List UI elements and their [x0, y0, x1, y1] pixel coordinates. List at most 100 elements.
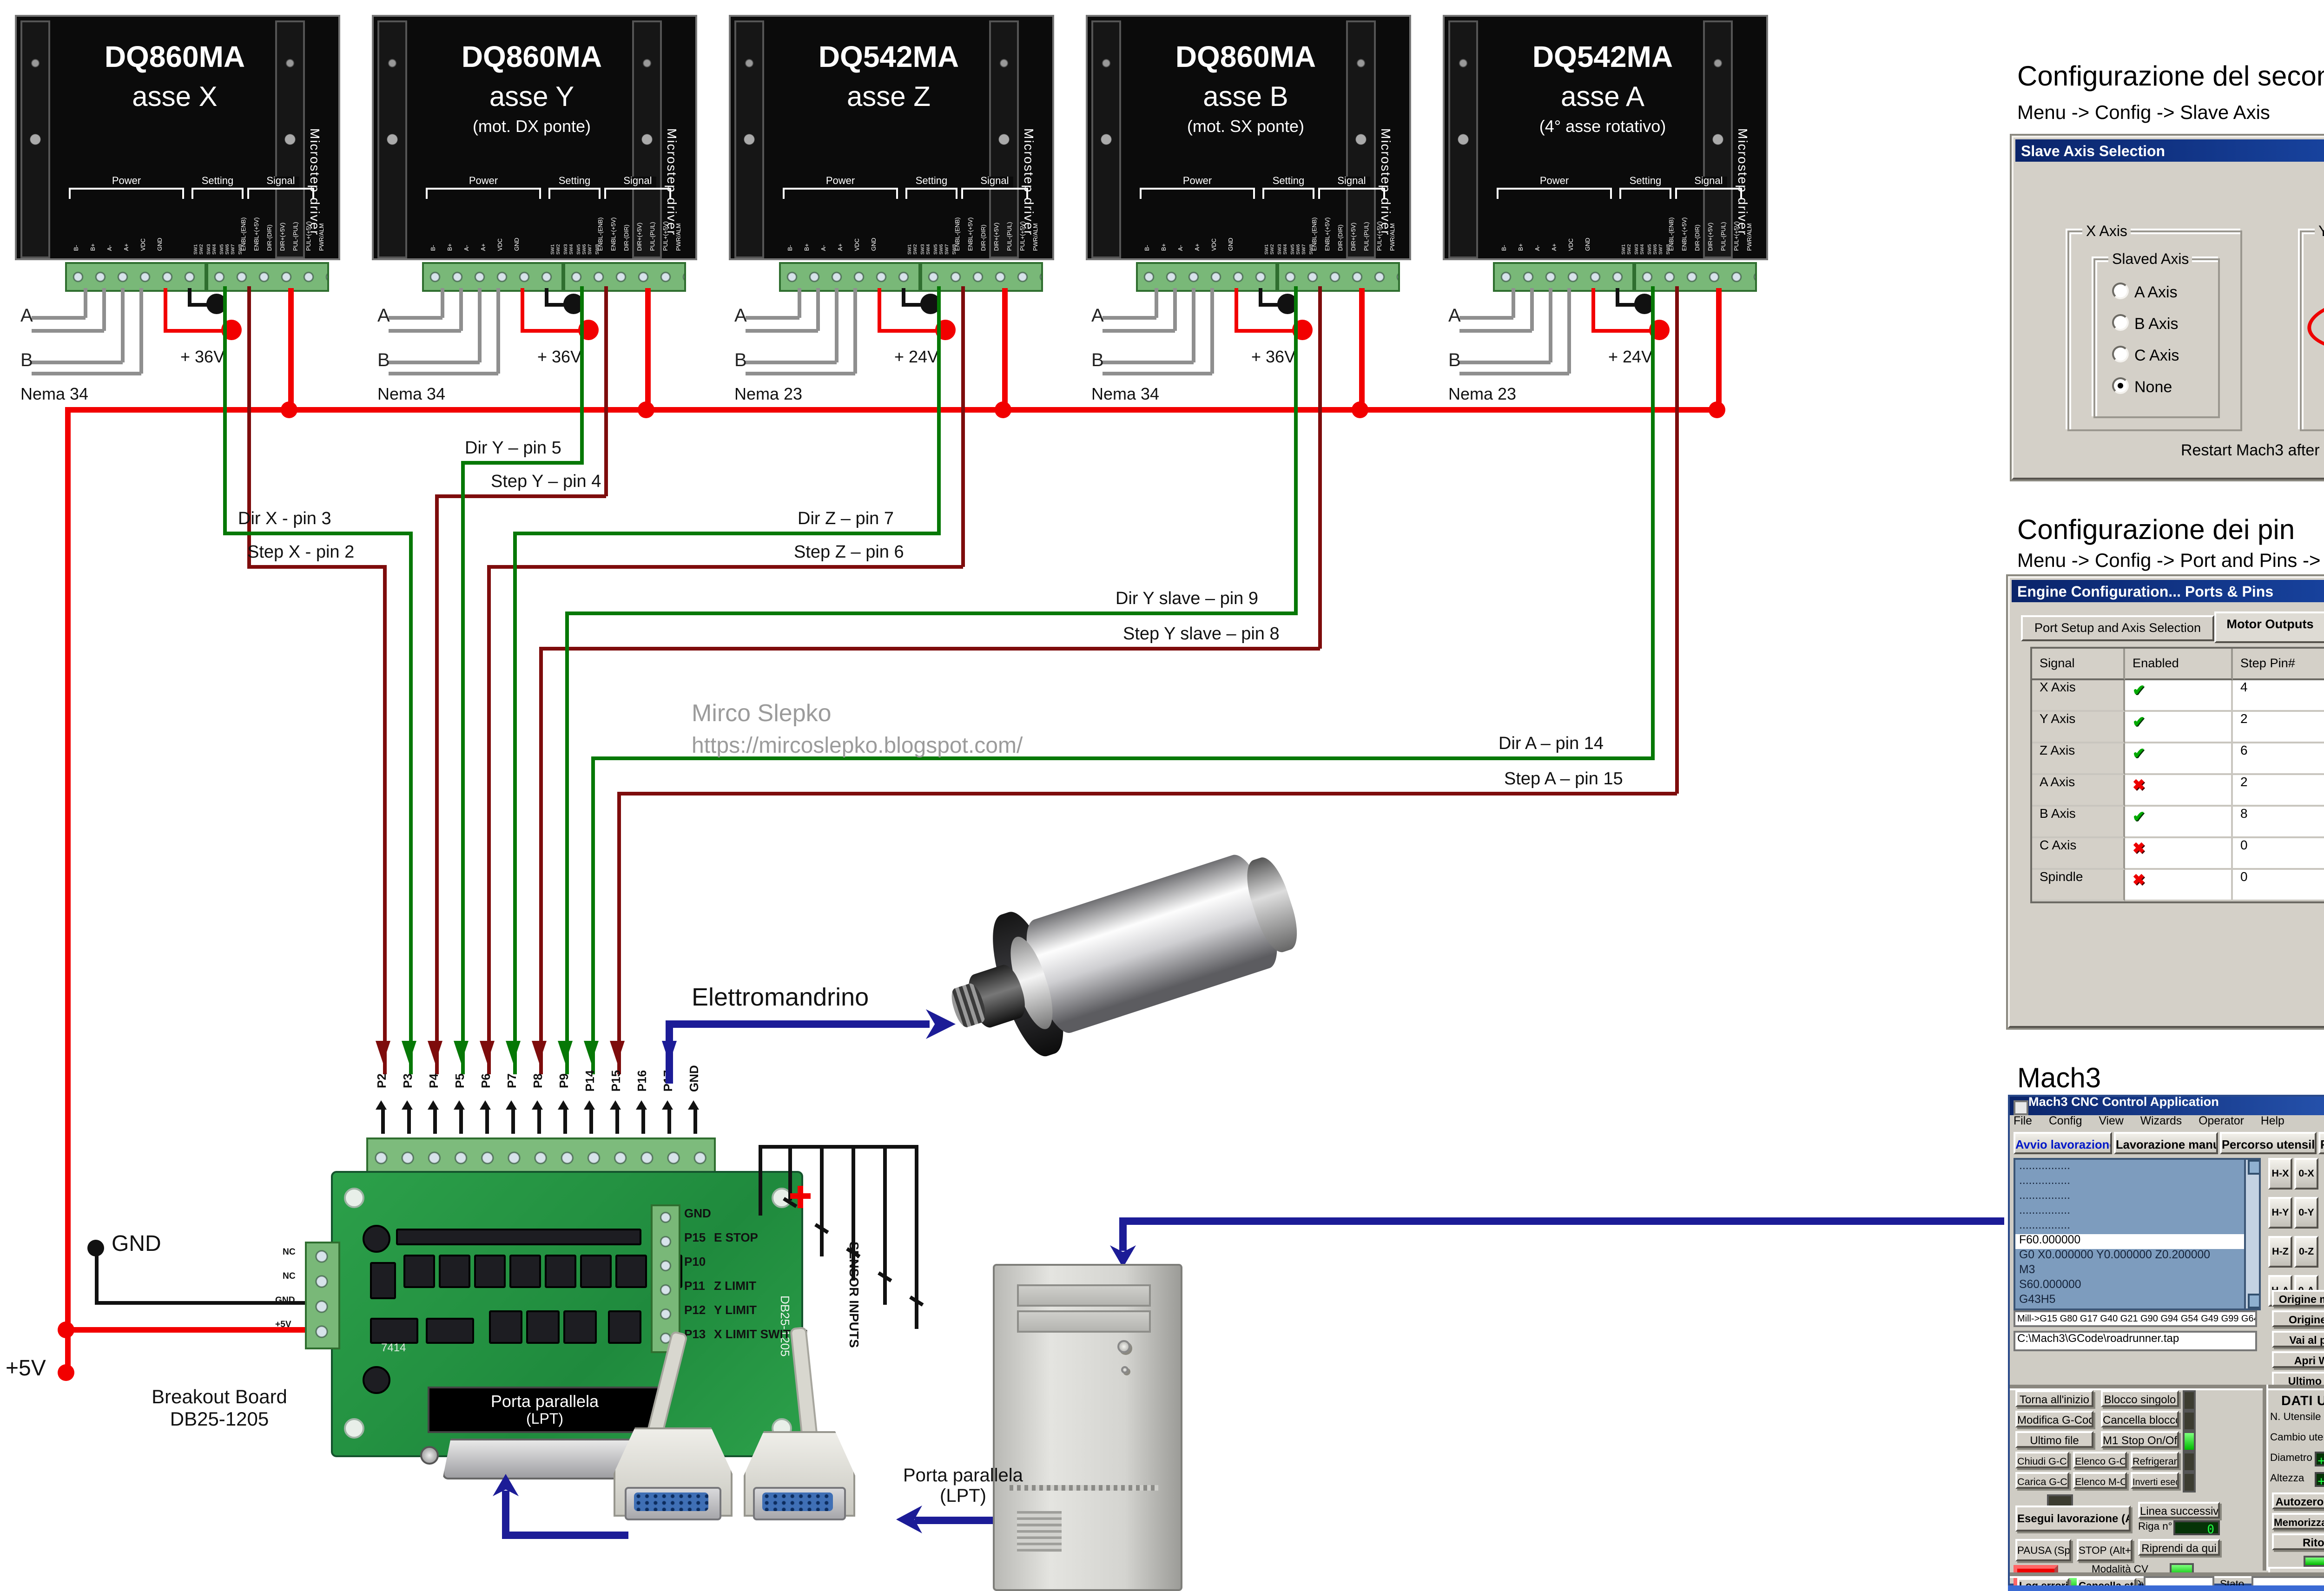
dir-z-run — [513, 532, 941, 535]
screen-tab[interactable]: Lavorazione manuale — [2114, 1132, 2218, 1154]
coolant-button[interactable]: Refrigerante — [2131, 1452, 2179, 1468]
rewind-button[interactable]: Torna all'inizio — [2015, 1390, 2093, 1407]
line-number-value[interactable]: 0 — [2173, 1520, 2220, 1537]
nav-button[interactable]: Vai al punto... — [2272, 1331, 2324, 1348]
zero-axis-button[interactable]: 0-X — [2294, 1158, 2318, 1190]
reverse-run-button[interactable]: Inverti esecuzione — [2131, 1472, 2179, 1489]
home-axis-button[interactable]: H-X — [2268, 1158, 2292, 1190]
m1-stop-led[interactable] — [2183, 1431, 2196, 1452]
menu-item[interactable]: Operator — [2199, 1115, 2244, 1128]
radio-b-axis[interactable]: B Axis — [2112, 314, 2179, 333]
radio-none[interactable]: None — [2112, 377, 2172, 396]
menu-item[interactable]: View — [2099, 1115, 2124, 1128]
vdc-wire — [521, 288, 525, 333]
radio-c-axis[interactable]: C Axis — [2112, 346, 2179, 364]
enabled-status-icon[interactable] — [2125, 775, 2233, 807]
mcode-list-button[interactable]: Elenco M-Code — [2073, 1472, 2127, 1489]
resume-button[interactable]: Riprendi da qui — [2138, 1539, 2220, 1556]
gcode-file-path[interactable]: C:\Mach3\GCode\roadrunner.tap — [2014, 1331, 2257, 1351]
step-pin-cell[interactable]: 0 — [2233, 838, 2324, 870]
enabled-status-icon[interactable] — [2125, 743, 2233, 775]
cycle-start-button[interactable]: Esegui lavorazione (Alt+R) — [2015, 1506, 2131, 1532]
step-pin-cell[interactable]: 4 — [2233, 680, 2324, 712]
step-pin-cell[interactable]: 2 — [2233, 712, 2324, 743]
motor-wire — [459, 288, 462, 331]
gcode-line[interactable]: M3 — [2019, 1264, 2035, 1277]
tool-autozero-button[interactable]: Autozero utensile — [2272, 1492, 2324, 1509]
gcode-line[interactable]: F60.000000 — [2015, 1234, 2259, 1249]
nav-button[interactable]: Apri Wizard — [2272, 1351, 2324, 1368]
pin-label: SW6 — [1295, 244, 1301, 255]
x-axis-group: X Axis Slaved Axis A Axis B Axis C Axis … — [2067, 223, 2242, 431]
screen-tab[interactable]: Percorso utensile — [2220, 1132, 2317, 1154]
next-line-button[interactable]: Linea successiva — [2138, 1502, 2220, 1519]
delete-block-led[interactable] — [2183, 1411, 2196, 1431]
vdc-wire — [164, 288, 168, 333]
diameter-value[interactable]: +0.0000 — [2315, 1452, 2324, 1468]
attribution-url[interactable]: https://mircoslepko.blogspot.com/ — [692, 732, 1023, 758]
gcode-line[interactable]: G43H5 — [2019, 1294, 2056, 1307]
stop-button[interactable]: STOP (Alt+S) — [2077, 1539, 2133, 1561]
load-gcode-button[interactable]: Carica G-Code — [2015, 1472, 2069, 1489]
radio-a-axis[interactable]: A Axis — [2112, 283, 2178, 301]
gcode-line[interactable]: ................ — [2019, 1160, 2071, 1173]
m1-stop-button[interactable]: M1 Stop On/Off — [2101, 1431, 2179, 1448]
enabled-status-icon[interactable] — [2125, 712, 2233, 743]
menu-item[interactable]: Help — [2260, 1115, 2284, 1128]
return-button[interactable]: Ritorna — [2272, 1533, 2324, 1550]
pause-button[interactable]: PAUSA (Spazio) — [2015, 1539, 2071, 1561]
enabled-status-icon[interactable] — [2125, 870, 2233, 901]
gcode-line[interactable]: ................ — [2019, 1190, 2071, 1203]
step-pin-cell[interactable]: 2 — [2233, 775, 2324, 807]
single-block-led[interactable] — [2183, 1390, 2196, 1411]
driver-model: DQ860MA — [1175, 43, 1316, 74]
nav-button[interactable]: Origine macchina — [2272, 1290, 2324, 1307]
gcode-line[interactable]: S60.000000 — [2019, 1279, 2081, 1292]
home-axis-button[interactable]: H-Y — [2268, 1197, 2292, 1229]
screen-tab[interactable]: Avvio lavorazione — [2014, 1132, 2112, 1154]
last-file-button[interactable]: Ultimo file — [2015, 1431, 2093, 1448]
motor-wire — [84, 288, 87, 318]
step-pin-cell[interactable]: 8 — [2233, 807, 2324, 838]
step-pin-cell[interactable]: 0 — [2233, 870, 2324, 901]
gcode-scrollbar[interactable] — [2244, 1160, 2259, 1308]
dialog-titlebar[interactable]: Slave Axis Selection — [2015, 139, 2324, 162]
height-value[interactable]: +0.0000 — [2315, 1472, 2324, 1489]
menu-item[interactable]: Wizards — [2140, 1115, 2182, 1128]
enabled-status-icon[interactable] — [2125, 838, 2233, 870]
step-pin-cell[interactable]: 6 — [2233, 743, 2324, 775]
dialog-tab[interactable]: Port Setup and Axis Selection — [2021, 615, 2214, 641]
gcode-line[interactable]: ................ — [2019, 1175, 2071, 1188]
gcode-line[interactable]: ................ — [2019, 1204, 2071, 1217]
zero-axis-button[interactable]: 0-Z — [2294, 1236, 2318, 1268]
board-pin-label: GND — [689, 1065, 702, 1092]
remember-position-button[interactable]: Memorizza posizione — [2272, 1513, 2324, 1530]
menu-item[interactable]: File — [2014, 1115, 2032, 1128]
zero-axis-button[interactable]: 0-Y — [2294, 1197, 2318, 1229]
single-block-button[interactable]: Blocco singolo — [2101, 1390, 2179, 1407]
gcode-line[interactable]: ................ — [2019, 1219, 2071, 1232]
gcode-list-button[interactable]: Elenco G-Code — [2073, 1452, 2127, 1468]
signal-pin-labels: ENBL-(ENB)ENBL+(+5V)DIR-(DIR)DIR+(+5V)PU… — [1311, 217, 1402, 251]
gcode-line[interactable]: G0 X0.000000 Y0.000000 Z0.200000 — [2019, 1249, 2211, 1262]
delete-block-button[interactable]: Cancella blocco — [2101, 1411, 2179, 1427]
enabled-status-icon[interactable] — [2125, 807, 2233, 838]
coolant-led[interactable] — [2183, 1452, 2196, 1472]
mach3-titlebar[interactable]: Mach3 CNC Control Application — [2010, 1097, 2324, 1115]
menu-item[interactable]: Config — [2048, 1115, 2082, 1128]
edit-gcode-button[interactable]: Modifica G-Code — [2015, 1411, 2093, 1427]
dialog-tab[interactable]: Motor Outputs — [2214, 611, 2324, 643]
driver-flange-right — [989, 20, 1019, 258]
power-terminal-strip — [422, 262, 563, 292]
screen-tab[interactable]: Regolazione OFF-SET — [2318, 1132, 2324, 1154]
dialog-titlebar[interactable]: Engine Configuration... Ports & Pins — [2012, 580, 2324, 602]
setting-bracket: Setting — [191, 177, 244, 199]
nav-button[interactable]: Origine pezzo — [2272, 1310, 2324, 1327]
wire-label-dir-z: Dir Z – pin 7 — [798, 509, 894, 530]
wire-arrow-icon — [402, 1041, 416, 1071]
enabled-status-icon[interactable] — [2125, 680, 2233, 712]
home-axis-button[interactable]: H-Z — [2268, 1236, 2292, 1268]
close-gcode-button[interactable]: Chiudi G-Code — [2015, 1452, 2069, 1468]
gcode-list[interactable]: ........................................… — [2014, 1158, 2261, 1310]
reverse-run-led[interactable] — [2183, 1472, 2196, 1492]
